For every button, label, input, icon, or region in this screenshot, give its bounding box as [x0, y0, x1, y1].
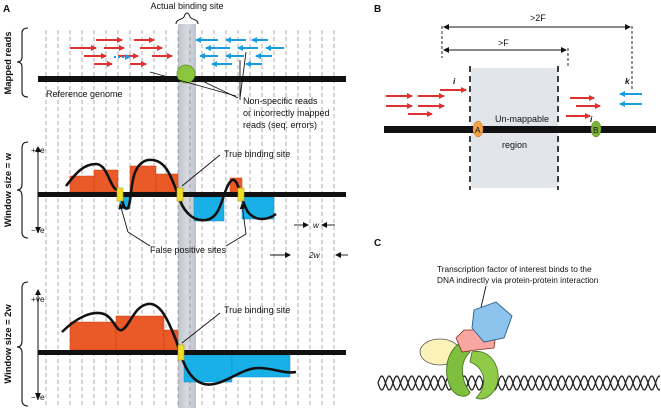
pos-label-w: +ve: [31, 145, 45, 155]
binding-protein-circle: [176, 64, 196, 84]
caption-line-1: Transcription factor of interest binds t…: [437, 264, 592, 274]
w-size-label: w: [313, 220, 320, 230]
unmappable-label-2: region: [502, 140, 527, 150]
nonspecific-label-2: or incorrectly mapped: [243, 108, 330, 118]
neg-label-2w: −ve: [31, 392, 45, 402]
panel-b-label: B: [374, 4, 381, 15]
true-site-label-w: True binding site: [224, 149, 290, 159]
reference-genome-label: Reference genome: [46, 89, 123, 99]
panel-b-reads: [386, 87, 642, 119]
nonspecific-label-1: Non-specific reads: [243, 96, 318, 106]
gt-2f-label: >2F: [530, 13, 546, 23]
true-site-label-2w: True binding site: [224, 305, 290, 315]
positive-bars-w: [69, 165, 243, 193]
dna-helix: [377, 375, 661, 391]
panel-b-genome: [384, 126, 656, 133]
site-a-label: A: [475, 125, 481, 135]
mapped-reads-bracket: [16, 27, 29, 98]
panel-c-label: C: [374, 238, 381, 249]
read-k-label: k: [625, 76, 630, 86]
site-a-marker: [472, 120, 484, 138]
site-b-label: B: [593, 125, 599, 135]
gt-f-label: >F: [498, 38, 509, 48]
nonspecific-label-3: reads (seq. errors): [243, 120, 317, 130]
green-protein-right: [469, 350, 499, 400]
window-2w-plot: +ve −ve True binding site: [31, 289, 346, 402]
mapped-reads: [70, 37, 284, 67]
row-label-window-w: Window size = w: [2, 152, 13, 227]
panel-b: B >2F >F Un-mappable region i k i A B: [374, 4, 656, 190]
row-label-mapped-reads: Mapped reads: [2, 31, 13, 94]
dna-strand: [377, 375, 661, 391]
binding-site-brace: [175, 12, 199, 25]
panel-a: A Actual binding site Mapped reads Windo…: [2, 1, 348, 408]
actual-binding-site-label: Actual binding site: [150, 1, 223, 11]
protein-complex: [419, 301, 513, 400]
row-label-window-2w: Window size = 2w: [2, 304, 13, 384]
site-b-marker: [590, 120, 602, 138]
green-protein-left: [446, 341, 471, 397]
w2-size-label: 2w: [308, 250, 321, 260]
window-2w-bracket: [16, 281, 29, 407]
panel-c: C Transcription factor of interest binds…: [374, 238, 661, 400]
positive-bars-2w: [69, 315, 179, 351]
read-i-label: i: [453, 76, 456, 86]
site-marker-2w: [177, 344, 185, 361]
false-positive-pointers: [118, 203, 247, 247]
pos-label-2w: +ve: [31, 294, 45, 304]
dna-strand: [377, 375, 661, 391]
negative-bars-2w: [183, 354, 291, 383]
unmappable-label-1: Un-mappable: [495, 114, 549, 124]
neg-label-w: −ve: [31, 225, 45, 235]
binding-site-band: [178, 24, 196, 408]
nonspecific-pointers: [149, 51, 247, 100]
panel-a-label: A: [3, 4, 10, 15]
site-markers-w: [116, 187, 245, 202]
read-i-right-label: i: [590, 114, 593, 124]
window-w-bracket: [16, 141, 29, 239]
blue-transcription-factor: [471, 301, 513, 343]
caption-line-2: DNA indirectly via protein-protein inter…: [437, 275, 599, 285]
signal-curve-2w: [61, 302, 297, 386]
negative-bars-w: [119, 196, 275, 222]
window-w-plot: +ve −ve True binding site: [31, 145, 348, 260]
false-positive-label: False positive sites: [150, 245, 227, 255]
